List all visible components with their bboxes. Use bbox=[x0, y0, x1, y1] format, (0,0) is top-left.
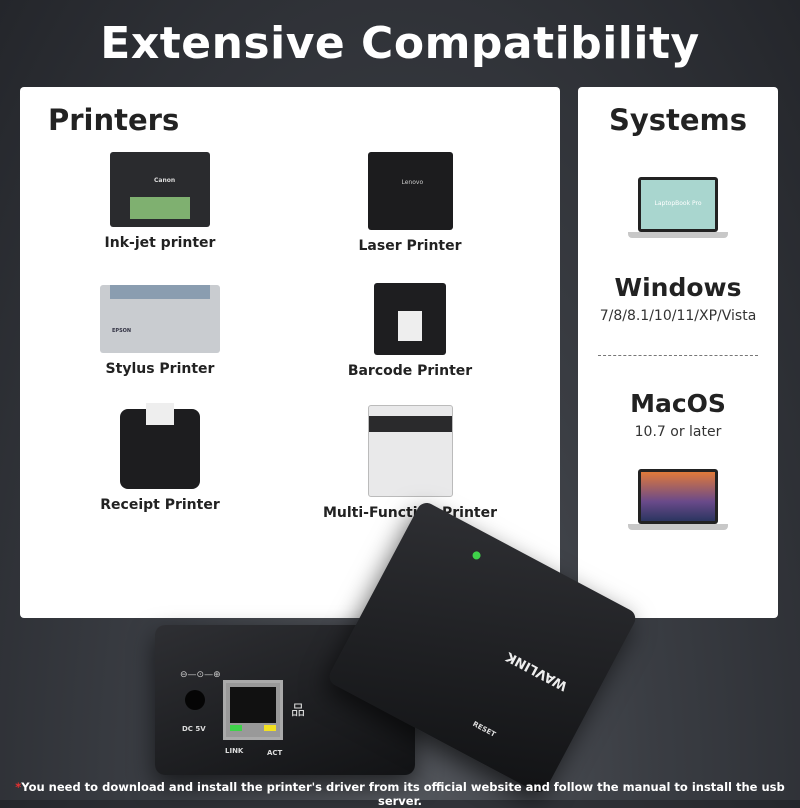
divider bbox=[598, 355, 758, 356]
printer-label: Multi-Function Printer bbox=[322, 505, 498, 521]
macos-versions: 10.7 or later bbox=[634, 424, 722, 440]
laptop-screen-text: LaptopBook Pro bbox=[641, 180, 715, 229]
ethernet-port[interactable] bbox=[223, 680, 283, 740]
reset-label: RESET bbox=[471, 720, 497, 739]
barcode-printer-image bbox=[374, 283, 446, 355]
windows-section: Windows 7/8/8.1/10/11/XP/Vista bbox=[578, 273, 778, 324]
page-title: Extensive Compatibility bbox=[100, 18, 700, 69]
power-jack bbox=[185, 690, 205, 710]
printer-label: Laser Printer bbox=[358, 238, 462, 254]
stylus-brand: EPSON bbox=[112, 328, 132, 334]
macbook-image bbox=[578, 469, 778, 533]
inkjet-printer-image: Canon bbox=[110, 152, 210, 227]
printer-barcode: Barcode Printer bbox=[285, 283, 535, 379]
printer-stylus: EPSON Stylus Printer bbox=[35, 285, 285, 377]
dc-polarity-icon: ⊖—⊙—⊕ bbox=[180, 670, 221, 680]
inkjet-brand: Canon bbox=[154, 177, 176, 184]
windows-versions: 7/8/8.1/10/11/XP/Vista bbox=[599, 308, 757, 324]
printer-inkjet: Canon Ink-jet printer bbox=[35, 152, 285, 251]
macos-name: MacOS bbox=[630, 389, 726, 418]
printer-laser: Lenovo Laser Printer bbox=[285, 152, 535, 254]
windows-name: Windows bbox=[614, 273, 742, 302]
printer-label: Barcode Printer bbox=[347, 363, 473, 379]
printer-label: Ink-jet printer bbox=[104, 235, 216, 251]
laser-brand: Lenovo bbox=[401, 179, 424, 186]
systems-heading: Systems bbox=[608, 103, 748, 137]
link-label: LINK bbox=[225, 747, 244, 755]
systems-card: Systems LaptopBook Pro Windows 7/8/8.1/1… bbox=[578, 87, 778, 618]
network-icon: 品 bbox=[291, 703, 305, 719]
printer-multifunction: Multi-Function Printer bbox=[285, 405, 535, 521]
printer-label: Receipt Printer bbox=[100, 497, 220, 513]
multifunction-printer-image bbox=[367, 405, 453, 497]
power-label: DC 5V bbox=[182, 725, 206, 733]
stylus-printer-image: EPSON bbox=[100, 285, 220, 353]
macos-section: MacOS 10.7 or later bbox=[578, 389, 778, 440]
footnote-star: * bbox=[15, 780, 22, 794]
windows-laptop-image: LaptopBook Pro bbox=[578, 177, 778, 241]
act-label: ACT bbox=[267, 749, 283, 757]
brand-logo: WAVLINK bbox=[503, 648, 571, 694]
printers-heading: Printers bbox=[48, 103, 180, 137]
laser-printer-image: Lenovo bbox=[367, 152, 453, 230]
footnote-text: You need to download and install the pri… bbox=[21, 780, 785, 808]
status-led bbox=[471, 550, 482, 561]
printers-card: Printers Canon Ink-jet printer Lenovo La… bbox=[20, 87, 560, 618]
receipt-printer-image bbox=[120, 403, 200, 489]
printer-receipt: Receipt Printer bbox=[35, 403, 285, 513]
footnote: *You need to download and install the pr… bbox=[0, 780, 800, 808]
printer-label: Stylus Printer bbox=[105, 361, 215, 377]
